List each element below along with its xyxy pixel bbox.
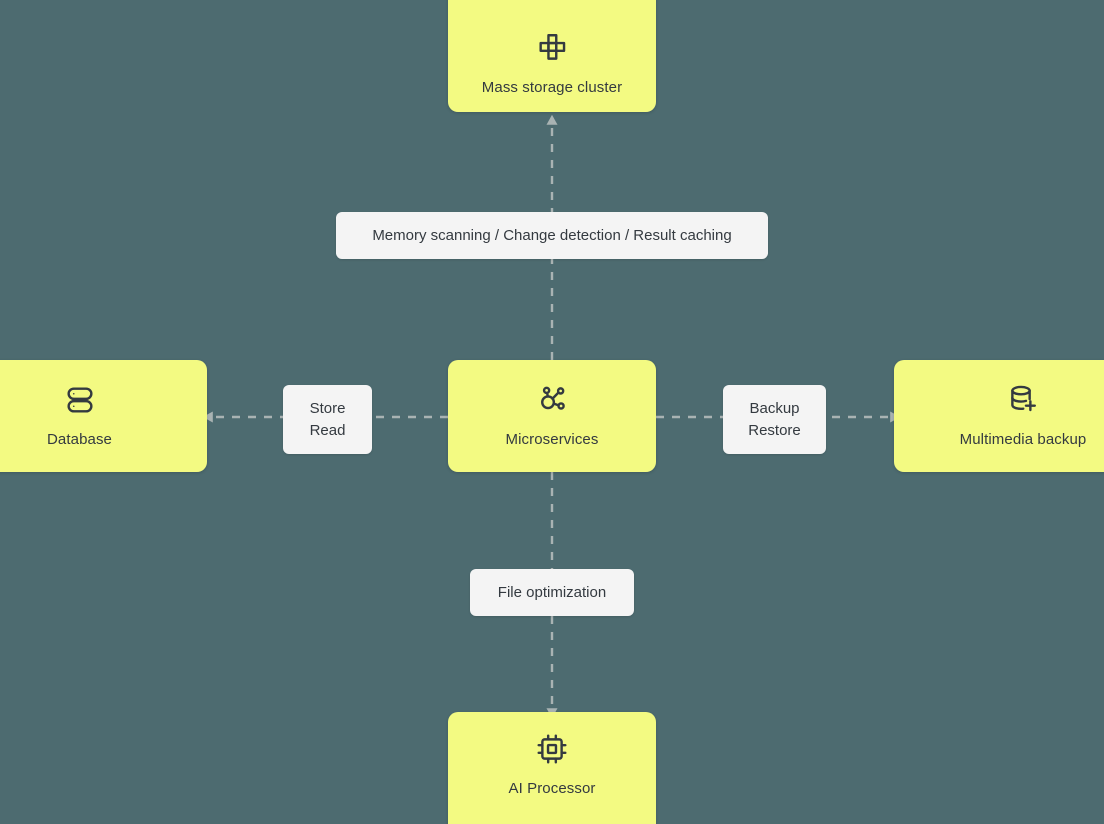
node-mass-storage-cluster[interactable]: Mass storage cluster bbox=[448, 0, 656, 112]
cpu-chip-icon bbox=[535, 732, 569, 766]
node-label: AI Processor bbox=[508, 780, 596, 797]
node-ai-processor[interactable]: AI Processor bbox=[448, 712, 656, 824]
node-label: Microservices bbox=[505, 430, 599, 448]
server-rack-icon bbox=[63, 383, 97, 417]
edge-label-line: File optimization bbox=[497, 583, 607, 601]
network-share-icon bbox=[535, 383, 569, 417]
edge-label-line: Memory scanning / Change detection / Res… bbox=[372, 226, 732, 244]
node-multimedia-backup[interactable]: Multimedia backup bbox=[894, 360, 1104, 472]
node-label: Multimedia backup bbox=[959, 430, 1087, 448]
database-plus-icon bbox=[1006, 383, 1040, 417]
edge-label-store-read[interactable]: Store Read bbox=[283, 385, 372, 454]
storage-cluster-icon bbox=[535, 31, 569, 65]
node-database[interactable]: Database bbox=[0, 360, 207, 472]
node-label: Mass storage cluster bbox=[481, 79, 623, 97]
edge-label-file-optimization[interactable]: File optimization bbox=[470, 569, 634, 616]
edge-label-memory-scanning[interactable]: Memory scanning / Change detection / Res… bbox=[336, 212, 768, 259]
edge-label-line: Read bbox=[309, 421, 346, 439]
edge-label-backup-restore[interactable]: Backup Restore bbox=[723, 385, 826, 454]
node-microservices[interactable]: Microservices bbox=[448, 360, 656, 472]
edge-label-line: Store bbox=[309, 399, 346, 417]
node-label: Database bbox=[46, 430, 112, 448]
edge-label-line: Restore bbox=[748, 421, 801, 439]
edge-label-line: Backup bbox=[749, 399, 800, 417]
